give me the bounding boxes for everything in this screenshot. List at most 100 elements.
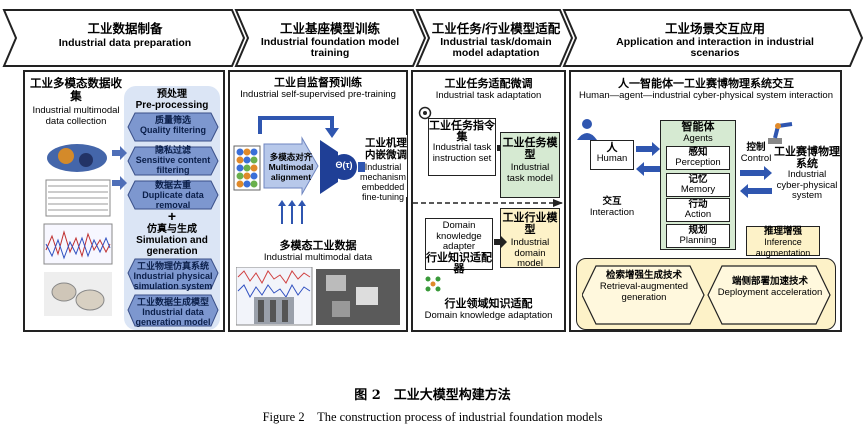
dashed-divider [413,199,565,207]
rag-label: 检索增强生成技术 Retrieval-augmented generation [590,270,698,303]
human-agent-arrows [636,142,660,176]
stage-1-title-en: Industrial data preparation [58,37,192,49]
stage-2-title-zh: 工业基座模型训练 [279,22,380,36]
perception-zh: 感知 [688,147,708,158]
alignment-en: Multimodal alignment [268,162,314,182]
technique-hexagons [582,265,831,325]
memory-zh: 记忆 [688,174,708,185]
domain-adapt-zh: 行业领域知识适配 [444,298,533,310]
action-en: Action [684,209,712,220]
agents-en: Agents [683,133,713,144]
simulation-hexagons [127,258,219,327]
quality-filter-item: 质量筛选 Quality filtering [130,115,216,135]
deploy-zh: 端侧部署加速技术 [731,276,808,287]
pretrain-title-zh: 工业自监督预训练 [274,77,362,89]
task-model-zh: 工业任务模型 [502,137,558,161]
interaction-label: 交互 Interaction [582,196,642,218]
multimodal-data-images-icon [236,267,400,326]
stage-1-header: 工业数据制备 Industrial data preparation [20,18,230,49]
interaction-zh: 交互 [602,196,622,207]
multimodal-data-en: Industrial multimodal data [263,252,373,263]
agent-cps-arrows [740,166,772,198]
task-adapt-title-en: Industrial task adaptation [435,90,542,101]
alignment-zh: 多模态对齐 [269,152,313,162]
cps-en: Industrial cyber-physical system [776,169,838,201]
multimodal-data-zh: 多模态工业数据 [279,240,357,252]
planning-box: 规划 Planning [666,224,730,248]
pretrain-title-en: Industrial self-supervised pre-training [240,89,396,100]
mechanism-embed-label: 工业机理内嵌微调 [365,135,407,197]
alignment-label: 多模态对齐 Multimodal alignment [266,152,316,182]
task-model-en: Industrial task model [507,162,553,184]
deploy-label: 端侧部署加速技术 Deployment acceleration [716,276,824,298]
preprocess-title-zh: 预处理 [157,89,187,100]
task-adapt-title: 工业任务适配微调 Industrial task adaptation [413,78,564,102]
data-gen-item: 工业数据生成模型 Industrial data generation mode… [130,297,216,327]
task-instruction-zh: 工业任务指令集 [429,120,495,143]
physical-sim-zh: 工业物理仿真系统 [136,261,209,271]
inference-zh: 推理增强 [763,226,802,237]
human-zh: 人 [606,142,618,154]
person-icon [577,119,597,140]
perception-en: Perception [675,157,721,168]
cps-label: 工业赛博物理系统 Industrial cyber-physical syste… [774,146,840,202]
domain-model-en: Industrial domain model [510,237,550,269]
adapter-box: Domain knowledge adapter 行业知识适配器 [425,218,493,274]
task-instruction-box: 工业任务指令集 Industrial task instruction set [428,118,496,176]
industrial-data-images-icon [43,144,113,316]
dedup-en: Duplicate data removal [142,190,204,210]
theta-symbol: Θ(τ) [335,160,353,170]
stage-3-title-zh: 工业任务/行业模型适配 [431,22,561,36]
data-gen-zh: 工业数据生成模型 [136,297,209,307]
control-label: 控制 Control [738,142,774,164]
pretraining-diagram [233,116,374,224]
simulation-title-en: Simulation and generation [136,235,208,257]
dedup-zh: 数据去重 [154,180,191,190]
memory-en: Memory [680,184,716,195]
adapter-zh: 行业知识适配器 [426,251,492,275]
pretrain-title: 工业自监督预训练 Industrial self-supervised pre-… [230,77,406,101]
interaction-title-en: Human—agent—industrial cyber-physical sy… [579,90,833,101]
preprocess-title: 预处理 Pre-processing [126,89,218,111]
control-en: Control [740,153,772,164]
mechanism-embed-en: Industrial mechanism embedded fine-tunin… [359,162,406,202]
collect-title-en: Industrial multimodal data collection [32,105,120,127]
interaction-en: Interaction [589,207,635,218]
domain-model-box: 工业行业模型 Industrial domain model [500,208,560,269]
cps-zh: 工业赛博物理系统 [774,146,840,170]
domain-adapt-en: Domain knowledge adaptation [424,310,553,321]
planning-en: Planning [679,235,717,246]
knowledge-network-icon [425,276,441,292]
stage-2-header: 工业基座模型训练 Industrial foundation model tra… [250,18,410,59]
rag-en: Retrieval-augmented generation [599,281,689,303]
physical-sim-en: Industrial physical simulation system [133,271,213,291]
control-zh: 控制 [746,142,766,153]
stage-3-header: 工业任务/行业模型适配 Industrial task/domain model… [428,18,564,59]
stage-4-header: 工业场景交互应用 Application and interaction in … [600,18,830,59]
gear-icon [418,106,432,120]
stage-1-title-zh: 工业数据制备 [87,22,163,36]
task-adapt-title-zh: 工业任务适配微调 [444,78,533,90]
simulation-title: 仿真与生成 Simulation and generation [126,224,218,257]
domain-model-zh: 工业行业模型 [502,212,558,236]
sensitive-filter-zh: 隐私过滤 [154,145,191,155]
stage-2-title-en: Industrial foundation model training [260,36,400,59]
rag-zh: 检索增强生成技术 [605,270,682,281]
interaction-title: 人一智能体一工业赛博物理系统交互 Human—agent—industrial … [572,78,840,101]
physical-sim-item: 工业物理仿真系统 Industrial physical simulation … [130,261,216,291]
domain-adapt-title: 行业领域知识适配 Domain knowledge adaptation [413,298,564,322]
quality-filter-zh: 质量筛选 [154,115,191,125]
interaction-title-zh: 人一智能体一工业赛博物理系统交互 [618,78,794,90]
quality-filter-en: Quality filtering [139,125,206,135]
simulation-title-zh: 仿真与生成 [147,224,197,235]
robot-arm-icon [768,122,793,144]
human-en: Human [596,153,628,164]
task-instruction-en: Industrial task instruction set [432,142,492,164]
action-zh: 行动 [688,199,708,210]
data-gen-en: Industrial data generation model [135,307,211,327]
deploy-en: Deployment acceleration [717,287,823,298]
stage-4-title-zh: 工业场景交互应用 [664,22,765,36]
collect-arrows [112,146,127,190]
adapter-en: Domain knowledge adapter [436,220,482,252]
inference-en: Inference augmentation [755,237,811,258]
